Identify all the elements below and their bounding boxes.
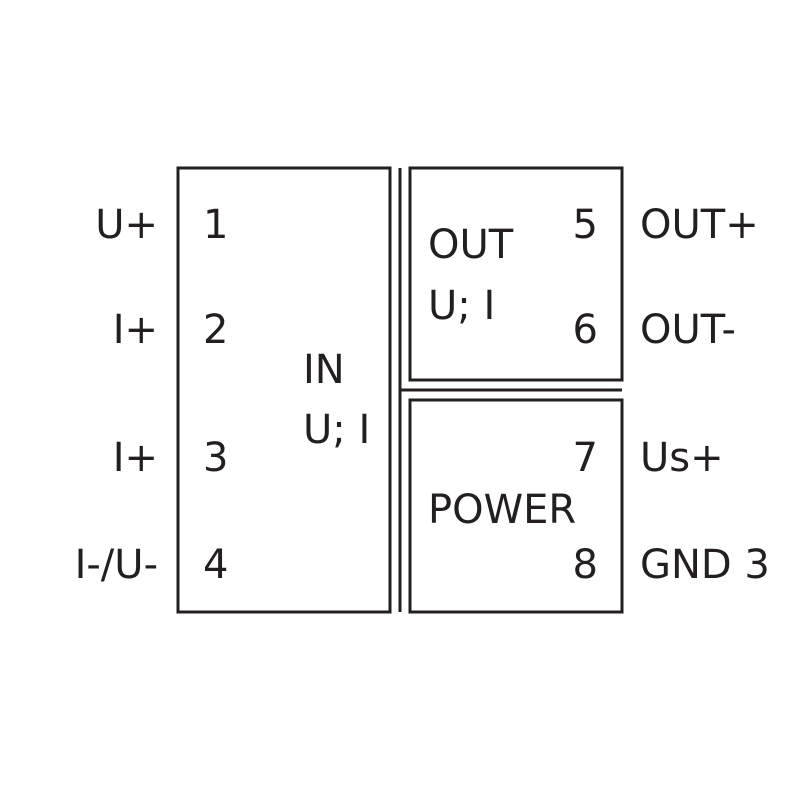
in-block-label: IN xyxy=(303,347,345,393)
signal-label-7: Us+ xyxy=(640,435,724,481)
in-block-sublabel: U; I xyxy=(303,407,371,453)
power-block-label: POWER xyxy=(428,487,577,533)
pin-3: 3 xyxy=(203,435,229,481)
out-block-label: OUT xyxy=(428,222,514,268)
power-block-frame xyxy=(408,398,624,614)
signal-label-5: OUT+ xyxy=(640,202,759,248)
pin-2: 2 xyxy=(203,307,229,353)
pin-7: 7 xyxy=(572,435,598,481)
pin-1: 1 xyxy=(203,202,229,248)
signal-label-4: I-/U- xyxy=(74,542,158,588)
pin-4: 4 xyxy=(203,542,229,588)
out-block-sublabel: U; I xyxy=(428,283,496,329)
pin-8: 8 xyxy=(572,542,598,588)
in-block-frame xyxy=(176,166,392,614)
pin-5: 5 xyxy=(572,202,598,248)
out-block-frame xyxy=(408,166,624,382)
signal-label-2: I+ xyxy=(112,307,158,353)
signal-label-6: OUT- xyxy=(640,307,736,353)
signal-label-1: U+ xyxy=(95,202,158,248)
signal-label-8: GND 3 xyxy=(640,542,770,588)
pin-6: 6 xyxy=(572,307,598,353)
signal-label-3: I+ xyxy=(112,435,158,481)
